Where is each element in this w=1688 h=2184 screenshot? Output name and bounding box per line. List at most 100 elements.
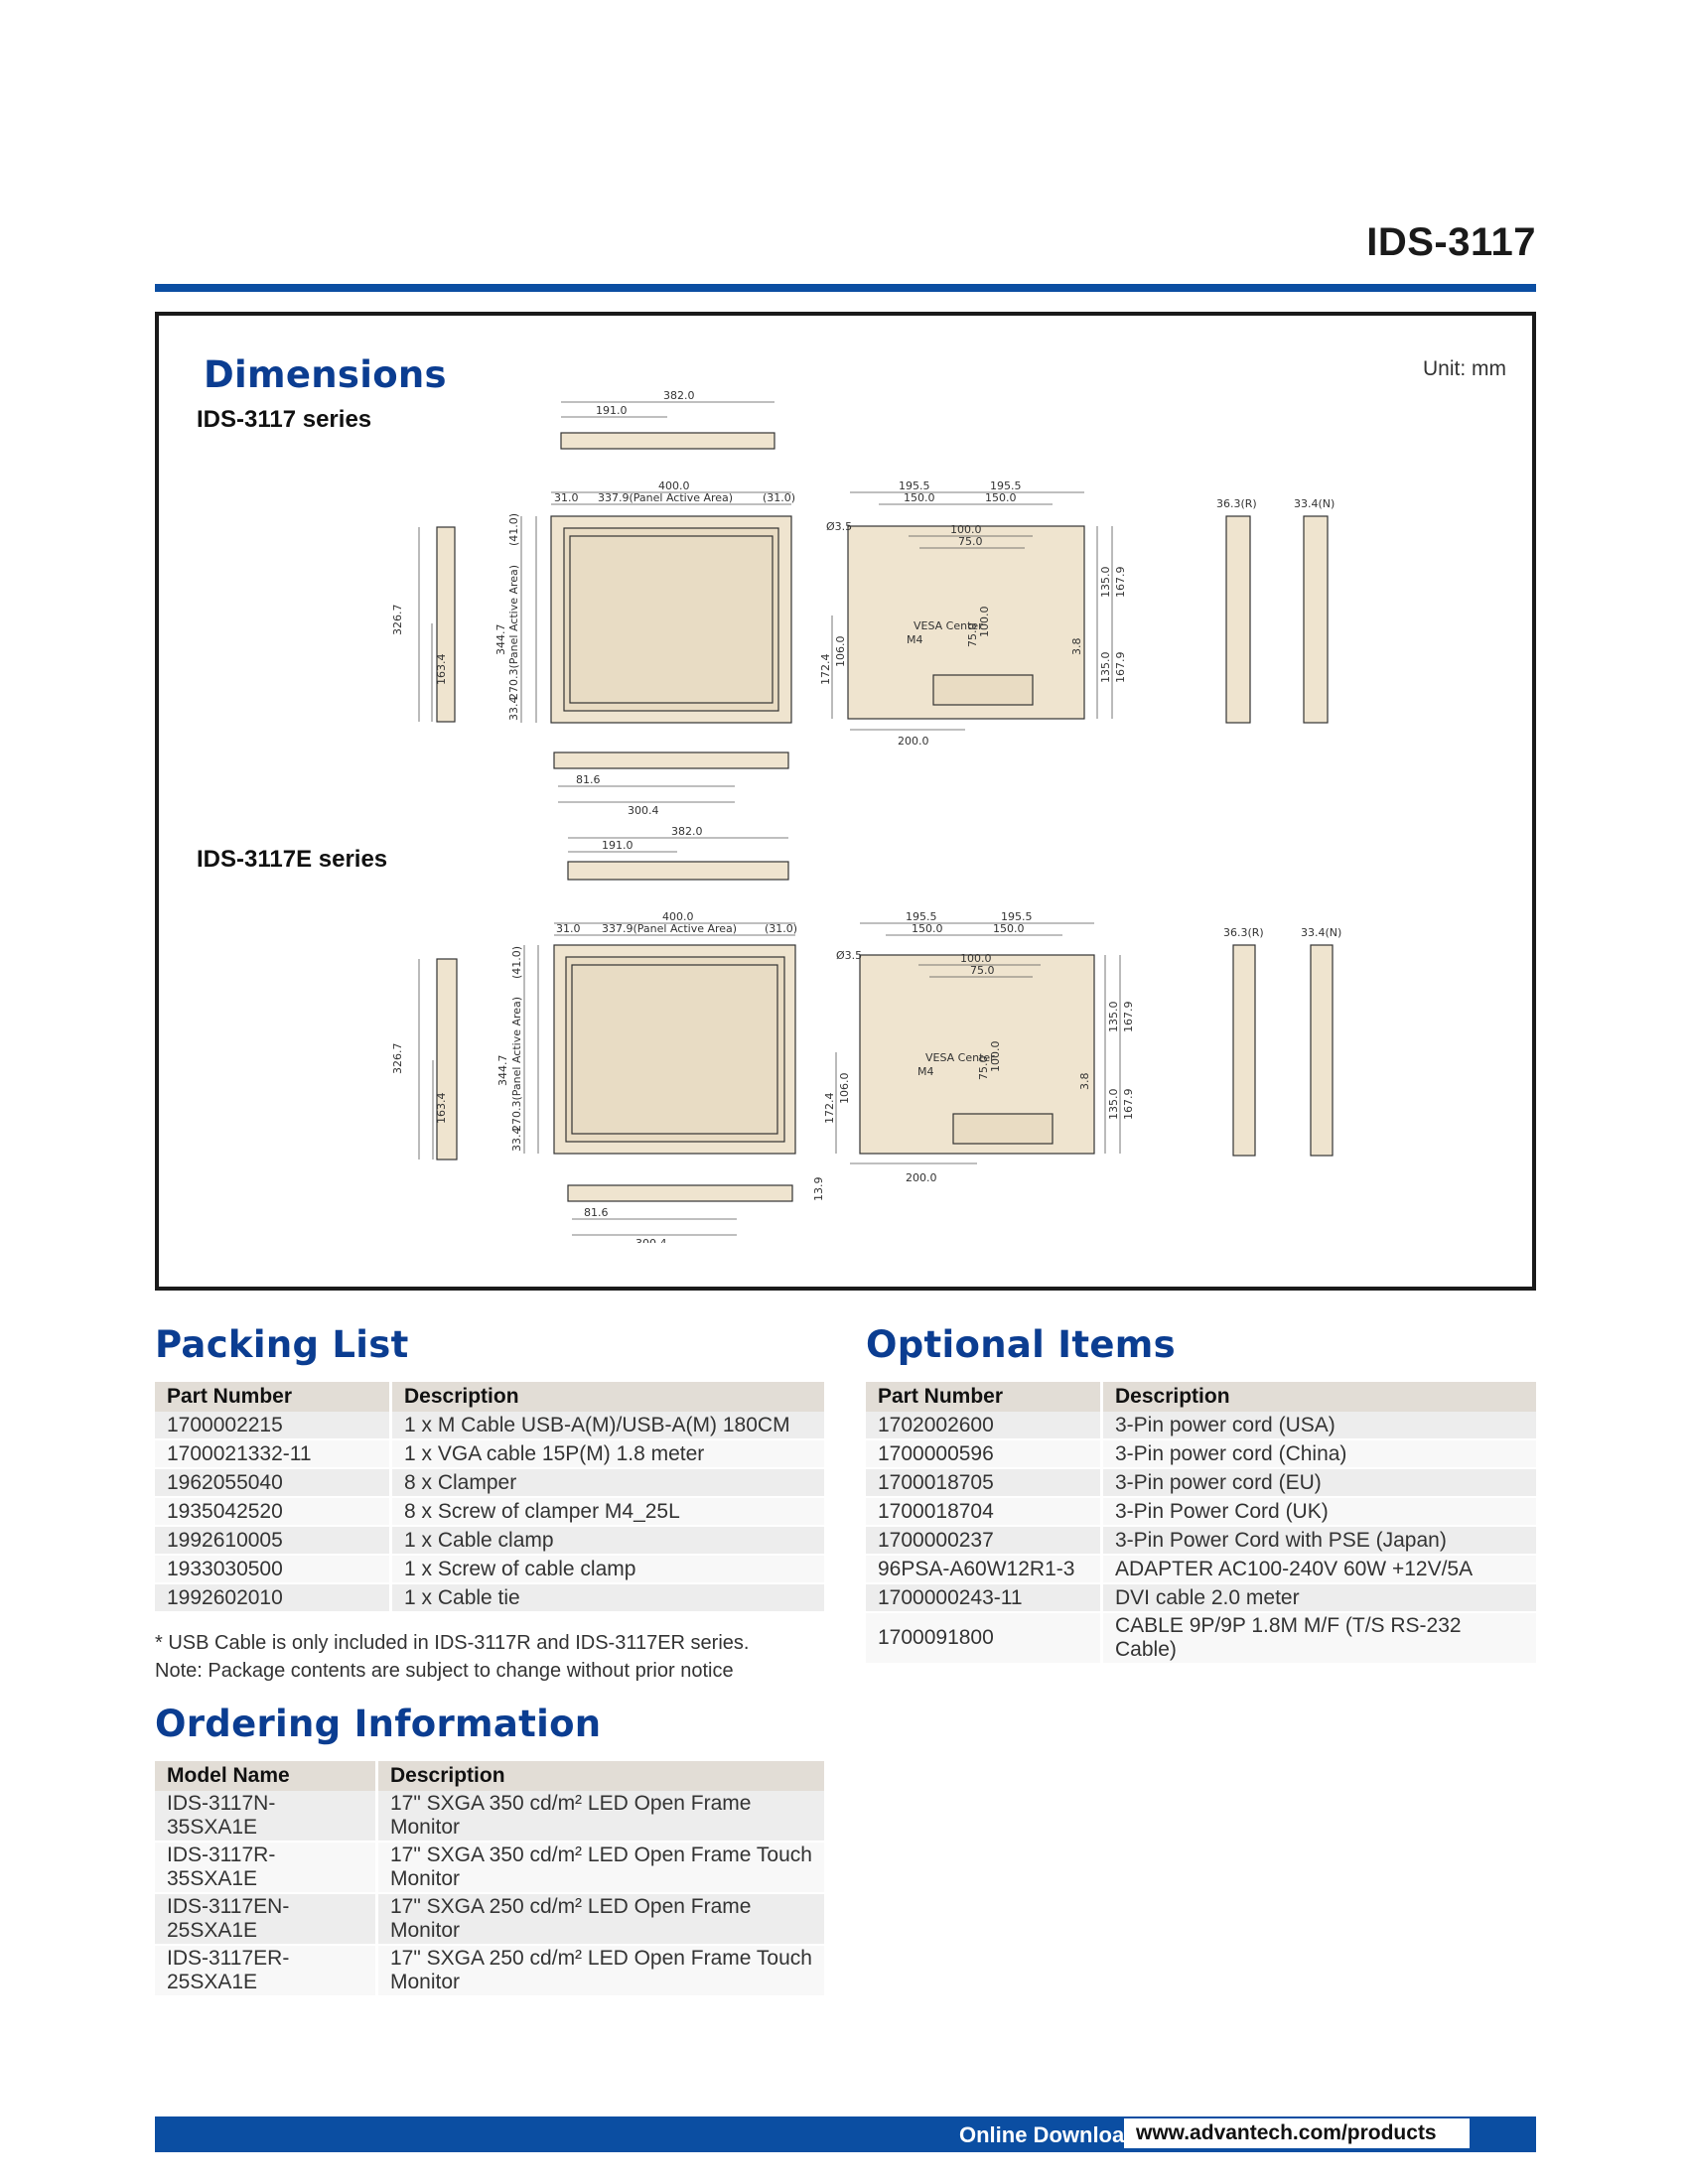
part-number: 1700018704 — [866, 1497, 1103, 1527]
model-name: IDS-3117R-35SXA1E — [155, 1842, 378, 1894]
svg-text:3.8: 3.8 — [1078, 1073, 1091, 1091]
description: 1 x Cable tie — [390, 1583, 824, 1613]
svg-text:33.4(N): 33.4(N) — [1301, 926, 1341, 939]
packing-note-usb: * USB Cable is only included in IDS-3117… — [155, 1632, 750, 1654]
ordering-info-title: Ordering Information — [155, 1703, 602, 1745]
side-view-n-e — [1310, 944, 1334, 1157]
description: 1 x Cable clamp — [390, 1526, 824, 1556]
svg-text:150.0: 150.0 — [912, 922, 943, 935]
description: 17" SXGA 250 cd/m² LED Open Frame Touch … — [376, 1945, 824, 1997]
drawing-svg-2: 382.0 191.0 400.0 31.0 337.9(Panel Activ… — [391, 826, 1341, 1243]
description: ADAPTER AC100-240V 60W +12V/5A — [1101, 1555, 1536, 1584]
packing-note-change: Note: Package contents are subject to ch… — [155, 1660, 734, 1682]
svg-text:M4: M4 — [917, 1065, 934, 1078]
part-number: 1933030500 — [155, 1555, 392, 1584]
svg-text:106.0: 106.0 — [838, 1073, 851, 1105]
part-number: 1700002215 — [155, 1412, 392, 1440]
svg-text:36.3(R): 36.3(R) — [1216, 497, 1257, 510]
header-rule — [155, 284, 1536, 292]
svg-text:31.0: 31.0 — [556, 922, 581, 935]
bottom-view — [553, 751, 789, 769]
svg-text:100.0: 100.0 — [989, 1041, 1002, 1073]
dimension-drawing-2: 382.0 191.0 400.0 31.0 337.9(Panel Activ… — [377, 826, 1350, 1243]
svg-text:VESA Center: VESA Center — [914, 619, 983, 632]
svg-text:81.6: 81.6 — [576, 773, 601, 786]
description: 3-Pin power cord (USA) — [1101, 1412, 1536, 1440]
svg-text:150.0: 150.0 — [985, 491, 1017, 504]
part-number: 1700000243-11 — [866, 1583, 1103, 1613]
ordering-info-table: Model Name Description IDS-3117N-35SXA1E… — [155, 1761, 824, 1997]
dimensions-title: Dimensions — [204, 353, 447, 396]
svg-text:270.3(Panel Active Area): 270.3(Panel Active Area) — [507, 565, 520, 700]
svg-text:382.0: 382.0 — [671, 826, 703, 838]
svg-text:13.9: 13.9 — [812, 1177, 825, 1202]
optional-items-title: Optional Items — [866, 1323, 1176, 1366]
svg-text:337.9(Panel Active Area): 337.9(Panel Active Area) — [598, 491, 733, 504]
svg-text:(41.0): (41.0) — [507, 513, 520, 546]
part-number: 1700021332-11 — [155, 1439, 392, 1469]
svg-text:167.9: 167.9 — [1114, 652, 1127, 684]
top-view-e — [567, 861, 789, 881]
svg-text:400.0: 400.0 — [662, 910, 694, 923]
svg-text:36.3(R): 36.3(R) — [1223, 926, 1264, 939]
svg-text:400.0: 400.0 — [658, 479, 690, 492]
svg-text:33.4(N): 33.4(N) — [1294, 497, 1335, 510]
svg-text:100.0: 100.0 — [950, 523, 982, 536]
svg-text:326.7: 326.7 — [391, 1043, 404, 1075]
svg-text:172.4: 172.4 — [819, 654, 832, 686]
drawing-svg-1: 382.0 191.0 400.0 31.0 337.9(Panel Activ… — [391, 389, 1335, 814]
series-label-2: IDS-3117E series — [197, 846, 388, 873]
column-header: Description — [376, 1761, 824, 1791]
description: CABLE 9P/9P 1.8M M/F (T/S RS-232 Cable) — [1101, 1612, 1536, 1665]
svg-text:163.4: 163.4 — [435, 1093, 448, 1125]
side-view-r — [1225, 515, 1251, 724]
series-label-1: IDS-3117 series — [197, 406, 372, 433]
model-name: IDS-3117EN-25SXA1E — [155, 1893, 378, 1946]
description: 17" SXGA 250 cd/m² LED Open Frame Monito… — [376, 1893, 824, 1946]
description: 3-Pin Power Cord (UK) — [1101, 1497, 1536, 1527]
column-header: Part Number — [866, 1382, 1103, 1412]
table-header-row: Part Number Description — [866, 1382, 1536, 1412]
footer-url-link[interactable]: www.advantech.com/products — [1124, 2118, 1470, 2148]
svg-text:382.0: 382.0 — [663, 389, 695, 402]
svg-text:150.0: 150.0 — [993, 922, 1025, 935]
table-header-row: Model Name Description — [155, 1761, 824, 1791]
part-number: 1702002600 — [866, 1412, 1103, 1440]
svg-text:135.0: 135.0 — [1107, 1002, 1120, 1033]
svg-text:135.0: 135.0 — [1099, 567, 1112, 599]
column-header: Model Name — [155, 1761, 378, 1791]
model-name: IDS-3117N-35SXA1E — [155, 1791, 378, 1843]
part-number: 1700000596 — [866, 1439, 1103, 1469]
side-view-r-e — [1232, 944, 1256, 1157]
part-number: 1700018705 — [866, 1468, 1103, 1498]
description: 8 x Screw of clamper M4_25L — [390, 1497, 824, 1527]
svg-text:75.0: 75.0 — [970, 964, 995, 977]
svg-text:31.0: 31.0 — [554, 491, 579, 504]
svg-text:Ø3.5: Ø3.5 — [826, 520, 852, 533]
svg-text:75.0: 75.0 — [977, 1056, 990, 1081]
model-title: IDS-3117 — [1366, 220, 1536, 264]
dimensions-box — [155, 312, 1536, 1291]
svg-text:167.9: 167.9 — [1122, 1089, 1135, 1121]
part-number: 1992602010 — [155, 1583, 392, 1613]
left-side-view — [436, 526, 456, 723]
svg-text:167.9: 167.9 — [1122, 1002, 1135, 1033]
svg-text:200.0: 200.0 — [906, 1171, 937, 1184]
svg-text:300.4: 300.4 — [635, 1237, 667, 1243]
side-view-n — [1303, 515, 1329, 724]
bottom-view-e — [567, 1184, 793, 1202]
svg-text:3.8: 3.8 — [1070, 638, 1083, 656]
svg-text:167.9: 167.9 — [1114, 567, 1127, 599]
svg-text:100.0: 100.0 — [978, 607, 991, 638]
svg-text:M4: M4 — [907, 633, 923, 646]
